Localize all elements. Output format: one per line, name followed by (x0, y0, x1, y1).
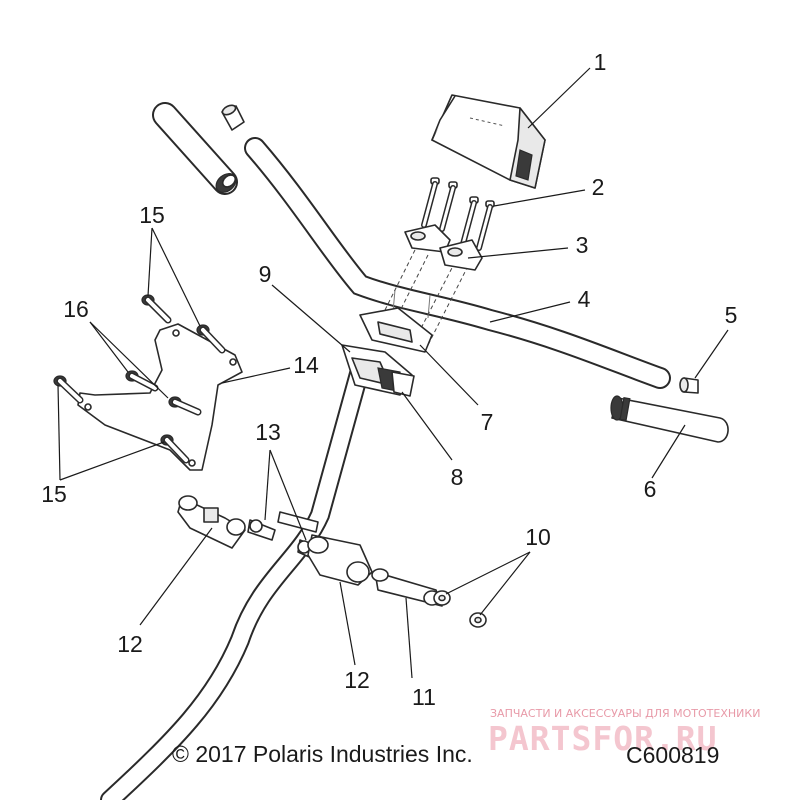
column-clamp-left (177, 495, 246, 549)
left-grip-end-cap (221, 104, 245, 131)
callout-9: 9 (259, 261, 272, 287)
leader-lines (57, 67, 729, 679)
callout-14: 14 (293, 352, 319, 378)
handlebar (244, 137, 671, 389)
copyright-text: © 2017 Polaris Industries Inc. (172, 741, 473, 767)
callout-3: 3 (576, 232, 589, 258)
callout-2: 2 (592, 174, 605, 200)
callout-numbers: 1 2 3 4 5 6 7 8 9 10 11 12 12 13 14 15 1… (41, 49, 737, 710)
steering-link (371, 568, 443, 607)
left-grip (152, 102, 238, 195)
watermark-brand: PARTSFOR.RU (488, 719, 718, 758)
callout-6: 6 (644, 476, 657, 502)
watermark-tagline: ЗАПЧАСТИ И АКСЕССУАРЫ ДЛЯ МОТОТЕХНИКИ (490, 707, 760, 720)
callout-4: 4 (578, 286, 591, 312)
callout-5: 5 (725, 302, 738, 328)
right-end-cap (679, 377, 699, 394)
callout-16: 16 (63, 296, 89, 322)
watermark: ЗАПЧАСТИ И АКСЕССУАРЫ ДЛЯ МОТОТЕХНИКИ PA… (488, 707, 760, 758)
right-grip (610, 395, 729, 443)
nuts (433, 590, 487, 628)
figure-id: C600819 (626, 742, 719, 768)
callout-1: 1 (594, 49, 607, 75)
upper-clamps (404, 224, 483, 271)
callout-10: 10 (525, 524, 551, 550)
lower-clamp (359, 307, 433, 353)
callout-13: 13 (255, 419, 281, 445)
clamp-bolts (421, 177, 495, 251)
callout-7: 7 (481, 409, 494, 435)
callout-15-bottom: 15 (41, 481, 67, 507)
column-clamp-right (307, 534, 373, 586)
callout-12-left: 12 (117, 631, 143, 657)
callout-12-bottom: 12 (344, 667, 370, 693)
callout-8: 8 (451, 464, 464, 490)
plate-bolts (53, 294, 226, 464)
handlebar-cover (431, 94, 546, 189)
callout-15-top: 15 (139, 202, 165, 228)
callout-11: 11 (412, 684, 436, 710)
